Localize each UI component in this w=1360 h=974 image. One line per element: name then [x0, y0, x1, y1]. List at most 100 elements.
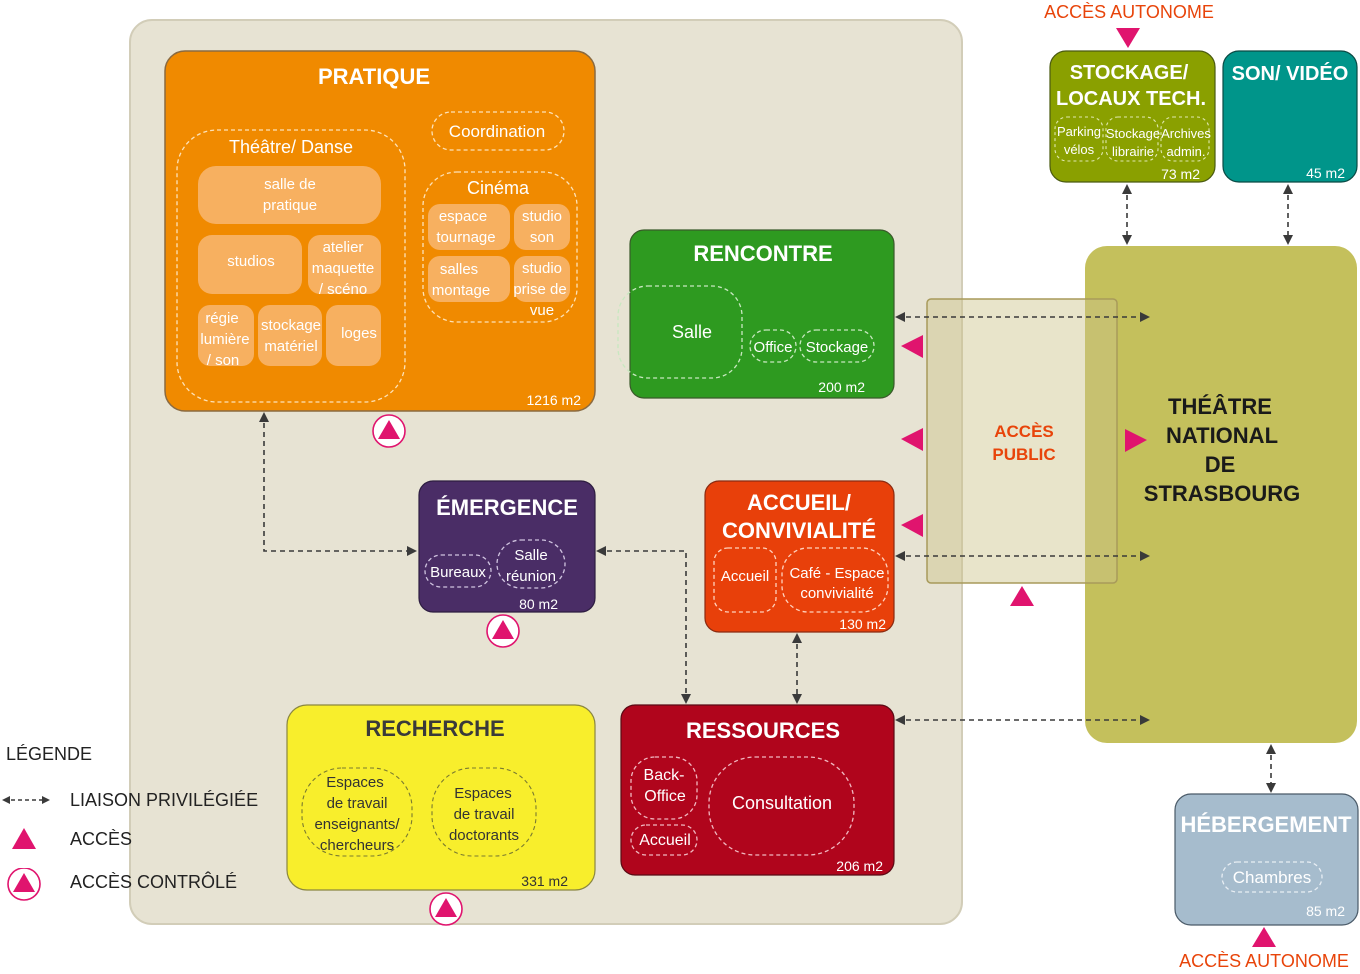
block-son-video: SON/ VIDÉO 45 m2: [1222, 50, 1358, 183]
room-espace-tournage: [428, 204, 510, 250]
links: [259, 184, 1293, 793]
rencontre-office-zone: [749, 329, 797, 363]
svg-text:Back-Office: Back-Office: [644, 767, 686, 805]
legend-label-acces: ACCÈS: [70, 829, 133, 849]
block-pratique: PRATIQUE 1216 m2 Théâtre/ Danse salle de…: [164, 50, 596, 412]
ressources-area: 206 m2: [836, 858, 883, 874]
hebergement-area: 85 m2: [1306, 903, 1345, 919]
room-loges-label: loges: [341, 325, 377, 342]
room-studios-label: studios: [227, 253, 275, 270]
room-salle-pratique: [198, 166, 381, 224]
legend-item-acces: ACCÈS: [0, 825, 280, 855]
theatre-danse-zone: [176, 129, 406, 403]
room-studios: [198, 235, 302, 294]
acces-autonome-top: ACCÈS AUTONOME: [1044, 2, 1214, 22]
access-triangle: [901, 514, 923, 537]
emergence-title: ÉMERGENCE: [436, 495, 578, 520]
emergence-reunion-zone: [496, 539, 566, 589]
ressources-title: RESSOURCES: [686, 718, 840, 743]
access-markers: [901, 28, 1276, 947]
controlled-access-icon: [429, 892, 463, 926]
son-video-title: SON/ VIDÉO: [1232, 62, 1349, 85]
rencontre-salle-zone: [617, 285, 743, 379]
room-regie: [198, 305, 254, 366]
legend-item-liaison: LIAISON PRIVILÉGIÉE: [0, 786, 280, 816]
emergence-bureaux-label: Bureaux: [430, 564, 486, 581]
svg-text:STOCKAGE/LOCAUX TECH.: STOCKAGE/LOCAUX TECH.: [1056, 62, 1206, 110]
ressources-consultation-zone: [708, 756, 855, 856]
accueil-cafe-zone: [781, 547, 889, 613]
room-studio-prise-de-vue: [514, 256, 570, 302]
coordination-label: Coordination: [449, 122, 545, 141]
acces-autonome-bottom: ACCÈS AUTONOME: [1179, 951, 1349, 971]
coordination-zone: [431, 111, 565, 151]
access-triangle: [1252, 927, 1276, 947]
emergence-bureaux-zone: [424, 554, 492, 588]
dashed-arrow-icon: [2, 796, 50, 804]
access-triangle: [1010, 586, 1034, 606]
recherche-enseignants-zone: [301, 767, 413, 857]
block-hebergement: HÉBERGEMENT Chambres 85 m2: [1174, 793, 1359, 926]
rencontre-salle-label: Salle: [672, 322, 712, 342]
controlled-access-legend-icon: [7, 868, 41, 901]
legend-title: LÉGENDE: [6, 744, 93, 764]
room-studio-son: [514, 204, 570, 250]
block-accueil: ACCUEIL/CONVIVIALITÉ Accueil Café - Espa…: [704, 480, 895, 633]
recherche-area: 331 m2: [521, 873, 568, 889]
legend-label-acces-controle: ACCÈS CONTRÔLÉ: [70, 872, 238, 892]
block-ressources: RESSOURCES Back-Office Accueil Consultat…: [620, 704, 895, 876]
pratique-title: PRATIQUE: [318, 64, 430, 89]
rencontre-stockage-label: Stockage: [806, 339, 869, 356]
rencontre-office-label: Office: [754, 339, 793, 356]
hebergement-chambres-zone: [1221, 861, 1323, 893]
emergence-area: 80 m2: [519, 596, 558, 612]
ressources-consultation-label: Consultation: [732, 793, 832, 813]
svg-text:ACCUEIL/CONVIVIALITÉ: ACCUEIL/CONVIVIALITÉ: [722, 490, 876, 543]
ressources-accueil-zone: [630, 824, 698, 856]
rencontre-title: RENCONTRE: [693, 241, 832, 266]
accueil-accueil-label: Accueil: [721, 568, 769, 585]
room-atelier: [308, 235, 381, 294]
legend-label-liaison: LIAISON PRIVILÉGIÉE: [70, 790, 259, 810]
legend-item-acces-controle: ACCÈS CONTRÔLÉ: [0, 868, 280, 901]
son-video-area: 45 m2: [1306, 165, 1345, 181]
controlled-access-markers: [372, 414, 520, 926]
access-triangle: [901, 335, 923, 358]
access-triangle-icon: [12, 828, 36, 849]
cinema-label: Cinéma: [467, 178, 530, 198]
controlled-access-icon: [486, 614, 520, 648]
room-salles-montage: [428, 256, 510, 302]
link-emergence-ressources: [596, 546, 691, 704]
hebergement-title: HÉBERGEMENT: [1180, 812, 1352, 837]
access-triangle: [1116, 28, 1140, 48]
recherche-title: RECHERCHE: [365, 716, 504, 741]
room-loges: [326, 305, 381, 366]
stockage-area: 73 m2: [1161, 166, 1200, 182]
theatre-danse-label: Théâtre/ Danse: [229, 137, 353, 157]
ressources-accueil-label: Accueil: [639, 832, 691, 849]
accueil-accueil-zone: [713, 547, 777, 613]
access-triangle: [901, 428, 923, 451]
